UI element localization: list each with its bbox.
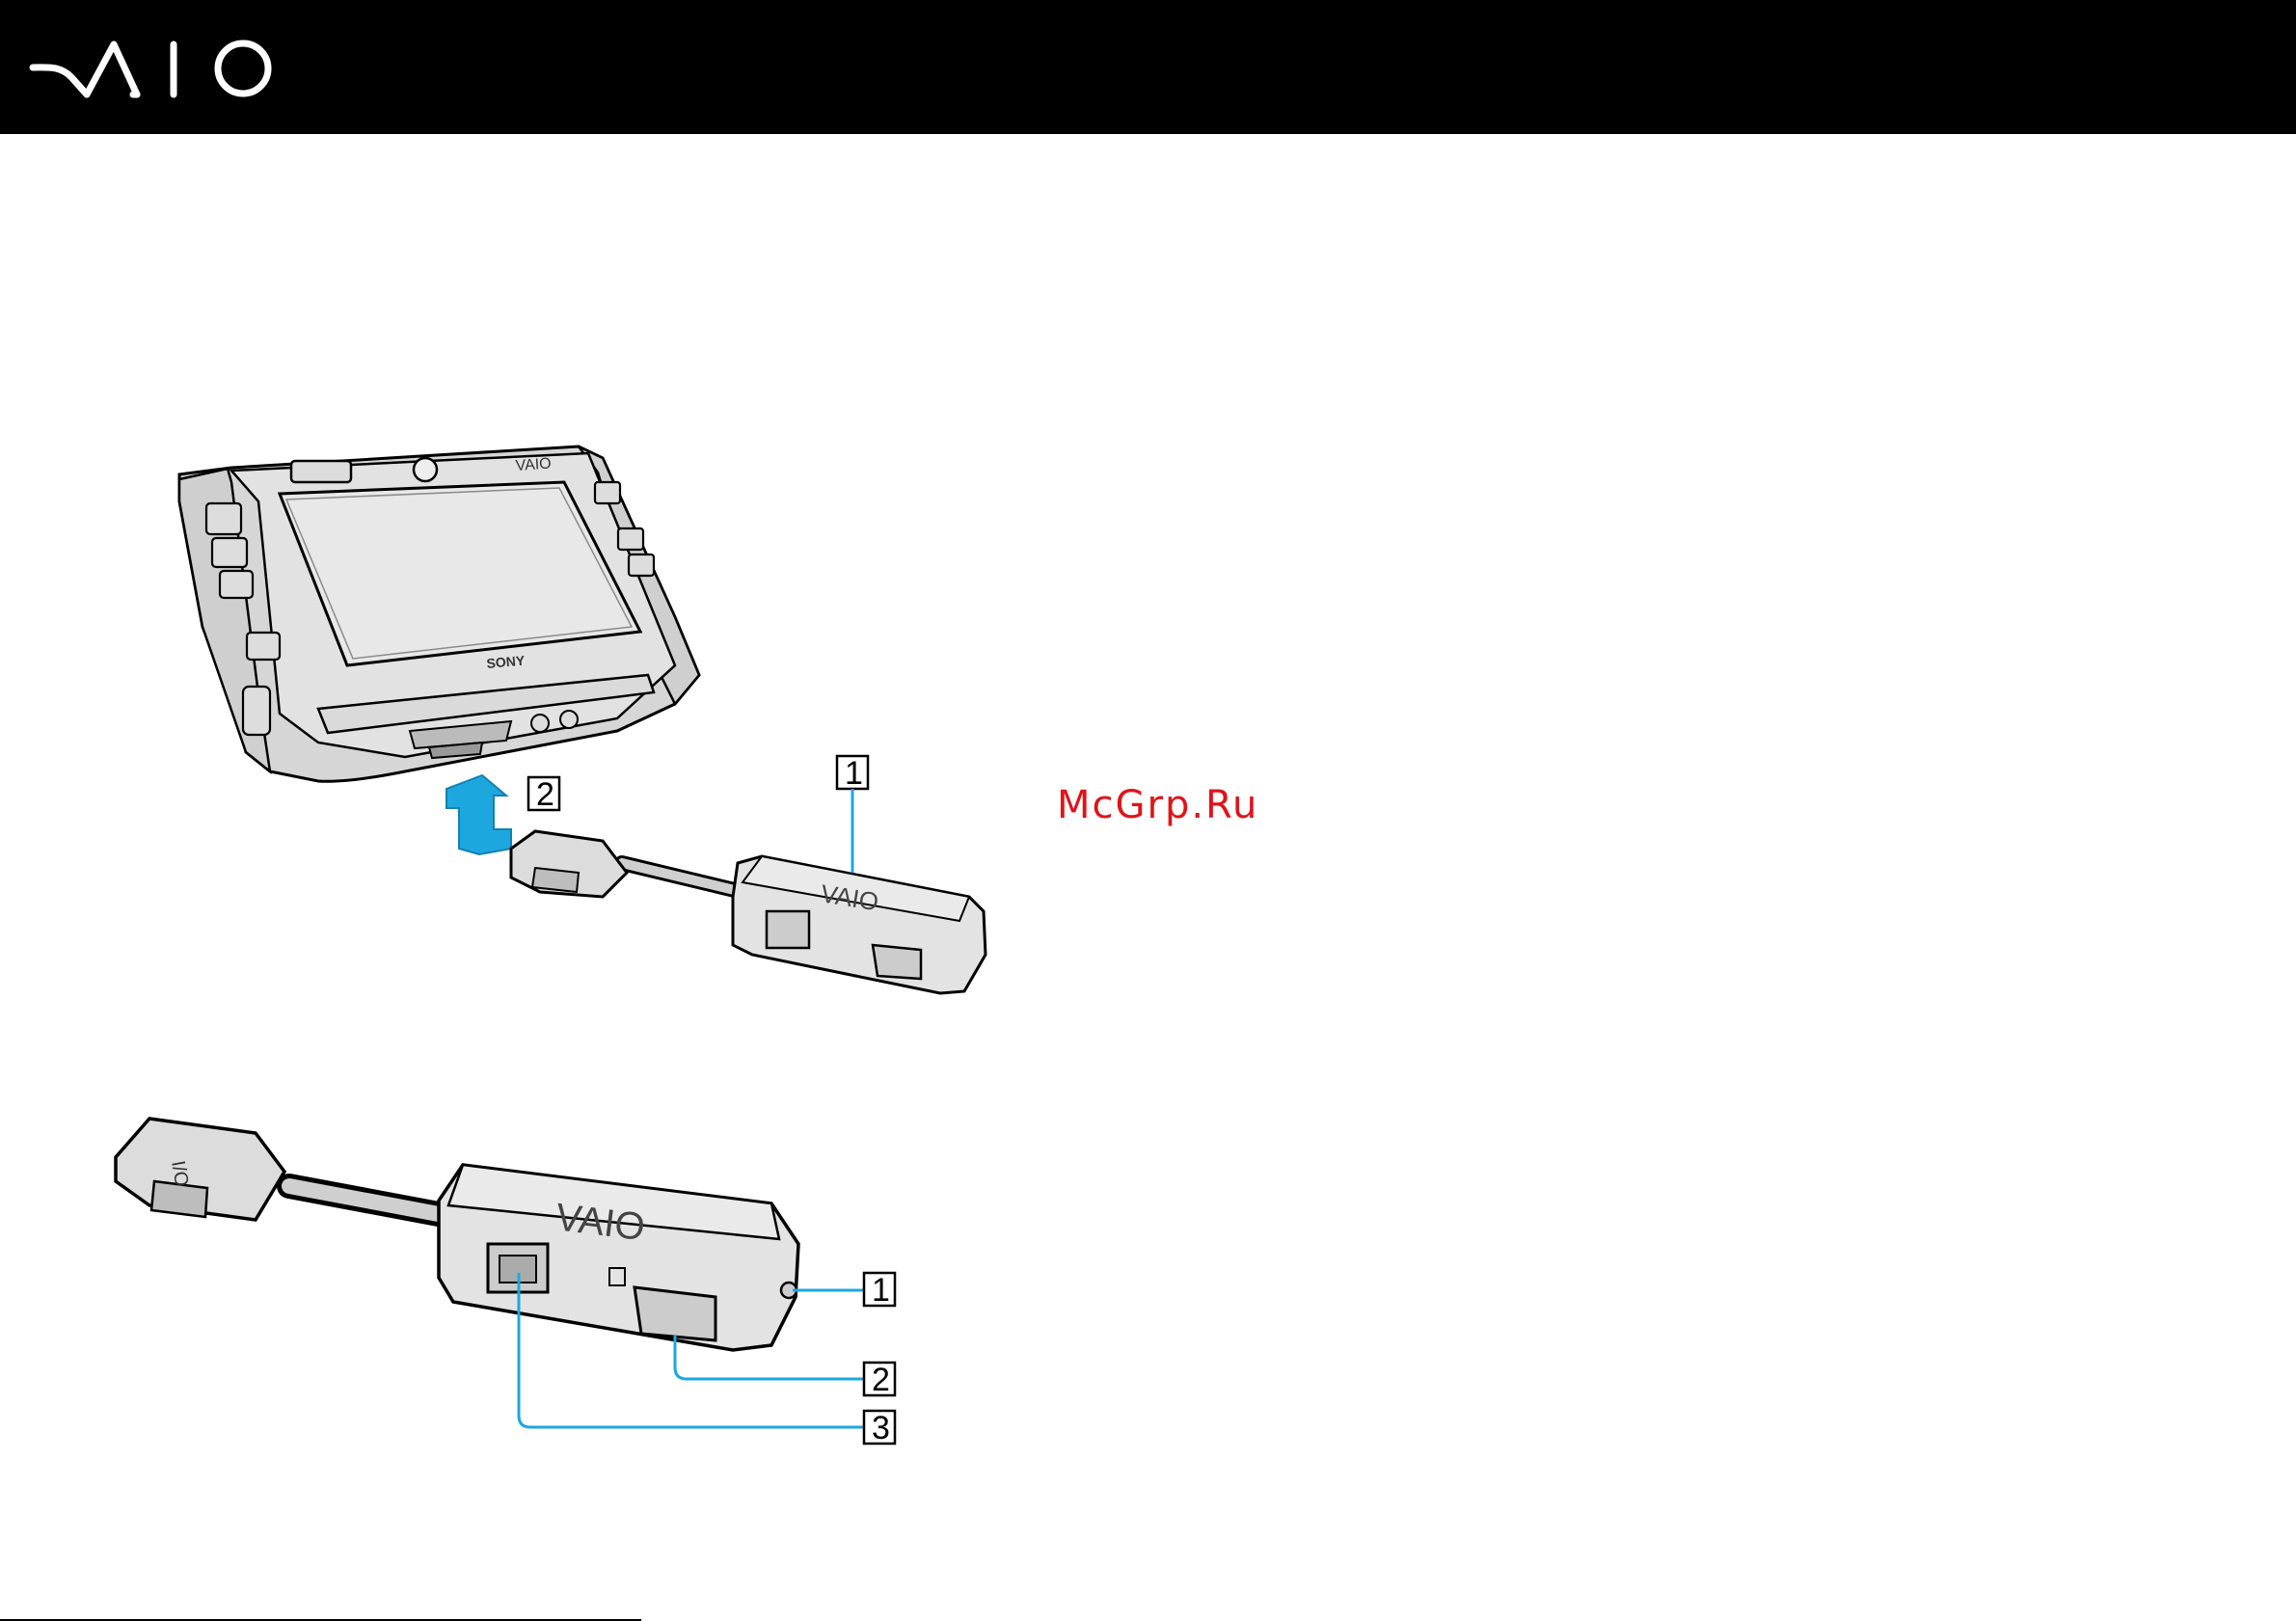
callout-bottom-3: 3 — [864, 1410, 895, 1446]
callout-top-1: 1 — [837, 755, 868, 792]
adapter-top-illustration: VAIO — [511, 831, 986, 993]
device-logo-label: VAIO — [515, 455, 552, 474]
svg-text:2: 2 — [872, 1362, 890, 1398]
svg-text:I/O: I/O — [167, 1159, 192, 1188]
svg-text:1: 1 — [845, 755, 863, 792]
adapter-bottom-illustration: I/O VAIO — [116, 1119, 798, 1350]
svg-text:2: 2 — [536, 776, 554, 813]
device-illustration: SONY VAIO — [179, 446, 699, 781]
callout-top-2: 2 — [528, 776, 559, 813]
svg-text:1: 1 — [872, 1272, 890, 1309]
callout-bottom-2: 2 — [864, 1362, 895, 1398]
sensor-icon — [291, 461, 351, 482]
callout-bottom-1: 1 — [864, 1272, 895, 1309]
camera-icon — [414, 458, 437, 481]
svg-text:3: 3 — [872, 1410, 890, 1446]
insert-arrow-icon — [446, 775, 511, 854]
